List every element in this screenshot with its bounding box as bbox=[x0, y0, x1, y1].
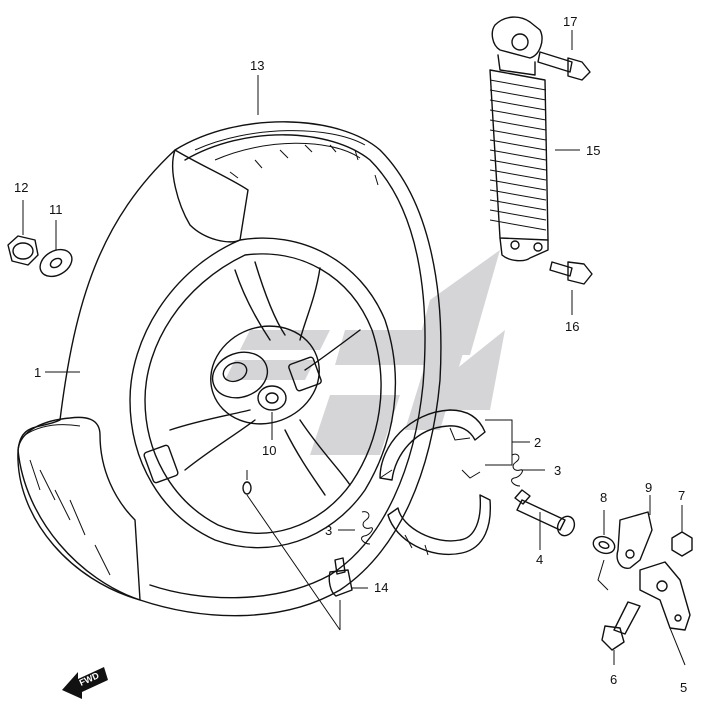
callout-14: 14 bbox=[374, 580, 388, 595]
brand-watermark-icon bbox=[225, 250, 505, 455]
shock-lower-bolt bbox=[549, 261, 593, 285]
callout-12: 12 bbox=[14, 180, 28, 195]
brake-arm-nut bbox=[671, 531, 693, 557]
callout-8: 8 bbox=[600, 490, 607, 505]
brake-arm bbox=[639, 561, 691, 631]
callout-13: 13 bbox=[250, 58, 264, 73]
brake-shoe-lower bbox=[387, 469, 492, 556]
fwd-arrow-icon: FWD bbox=[62, 667, 108, 699]
callout-3: 3 bbox=[554, 463, 561, 478]
brake-camshaft bbox=[514, 489, 576, 537]
hub-spacer bbox=[257, 385, 287, 411]
callout-11: 11 bbox=[49, 202, 63, 217]
callout-16: 16 bbox=[565, 319, 579, 334]
callout-2: 2 bbox=[534, 435, 541, 450]
axle-nut bbox=[7, 235, 39, 266]
callout-9: 9 bbox=[645, 480, 652, 495]
callout-17: 17 bbox=[563, 14, 577, 29]
camshaft-seal bbox=[592, 535, 616, 555]
leader-lines bbox=[22, 30, 686, 666]
callout-7: 7 bbox=[678, 488, 685, 503]
callout-3: 3 bbox=[325, 523, 332, 538]
shock-absorber bbox=[489, 16, 549, 262]
callout-4: 4 bbox=[536, 552, 543, 567]
wear-indicator-plate bbox=[597, 511, 653, 591]
brake-spring-left bbox=[361, 511, 373, 545]
callout-5: 5 bbox=[680, 680, 687, 695]
brake-arm-bolt bbox=[601, 601, 641, 651]
shock-upper-bolt bbox=[537, 51, 591, 81]
rear-wheel-assembly bbox=[17, 121, 442, 617]
brake-shoe-upper bbox=[379, 409, 486, 481]
callout-1: 1 bbox=[34, 365, 41, 380]
callout-10: 10 bbox=[262, 443, 276, 458]
callout-labels: 1 2 3 3 4 5 6 7 8 9 10 11 12 13 14 15 16… bbox=[14, 14, 687, 695]
callout-6: 6 bbox=[610, 672, 617, 687]
callout-15: 15 bbox=[586, 143, 600, 158]
tire-valve bbox=[328, 557, 353, 597]
axle-washer bbox=[39, 248, 73, 278]
